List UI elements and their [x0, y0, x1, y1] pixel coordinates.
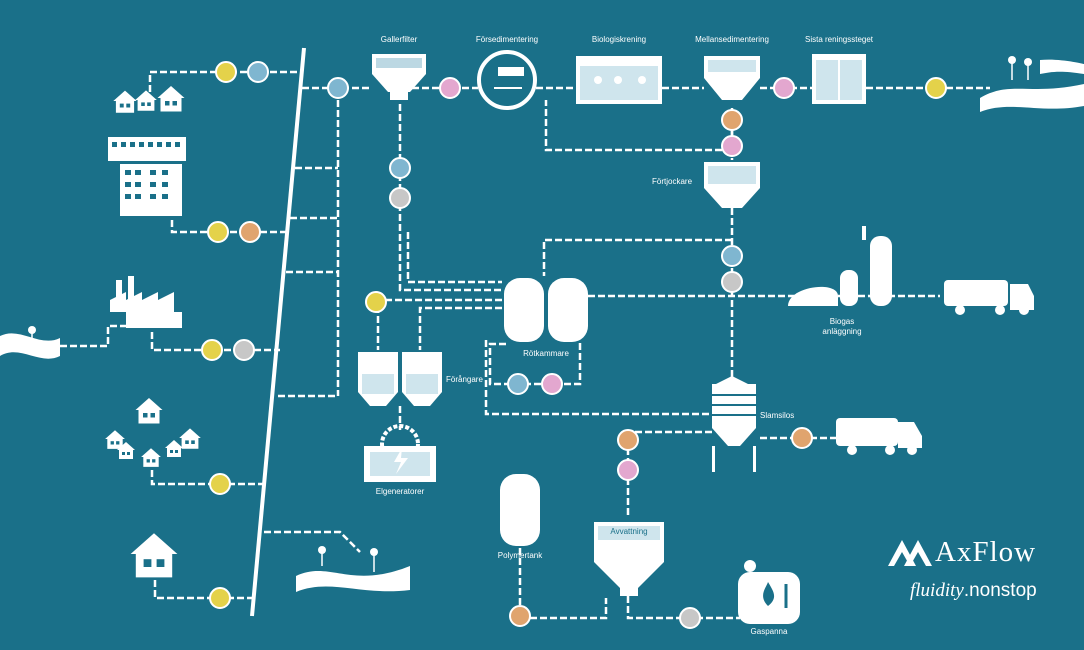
brand-tagline-italic: fluidity [910, 580, 964, 601]
elgenerator-unit [364, 424, 436, 482]
biologiskrening-unit [576, 56, 662, 104]
sista-reningssteget-unit [812, 54, 866, 104]
pump-yellow-icon[interactable] [925, 77, 947, 99]
pump-gray-icon[interactable] [233, 339, 255, 361]
label-biogas-line2: anläggning [822, 327, 862, 336]
pump-orange-icon[interactable] [509, 605, 531, 627]
label-avvattning: Avvattning [610, 527, 648, 536]
pump-blue-icon[interactable] [507, 373, 529, 395]
brand-tagline: fluidity.nonstop [910, 580, 1037, 602]
label-mellansedimentering: Mellansedimentering [695, 35, 769, 44]
river-source-icon [0, 326, 60, 359]
pump-gray-icon[interactable] [679, 607, 701, 629]
pipe-digester-pump-loop [488, 342, 582, 386]
label-forangare: Förångare [446, 375, 483, 384]
river-outlet-top-icon [980, 56, 1084, 112]
apartment-icon [108, 137, 186, 216]
pump-pink-icon[interactable] [617, 459, 639, 481]
main-collector [250, 47, 306, 617]
axflow-logo-icon [888, 540, 932, 566]
pump-blue-icon[interactable] [327, 77, 349, 99]
label-sista-reningssteget: Sista reningssteget [804, 35, 874, 44]
brand-tagline-rest: .nonstop [963, 580, 1037, 601]
pipe-house-inflow [153, 580, 255, 600]
pump-yellow-icon[interactable] [207, 221, 229, 243]
factory-icon [110, 276, 182, 328]
brand-name: AxFlow [935, 536, 1037, 568]
pipe-screen-down-2 [406, 232, 502, 284]
pumps [201, 61, 947, 629]
pipe-thickener-return [542, 238, 732, 276]
pump-blue-icon[interactable] [721, 245, 743, 267]
pipe-return-loop [544, 100, 734, 152]
label-biogas-line1: Biogas [829, 317, 855, 326]
pump-orange-icon[interactable] [239, 221, 261, 243]
pipe-apartment-inflow [170, 220, 290, 234]
biogas-plant [788, 226, 892, 306]
pump-blue-icon[interactable] [389, 157, 411, 179]
pipe-silo-dewatering [626, 430, 712, 518]
pump-yellow-icon[interactable] [209, 587, 231, 609]
pipe-polymer-feed [518, 548, 608, 620]
pump-pink-icon[interactable] [439, 77, 461, 99]
forsedimentering-unit [477, 50, 537, 110]
village-icon [105, 398, 201, 467]
label-gallerfilter: Gallerfilter [380, 35, 418, 44]
pump-pink-icon[interactable] [721, 135, 743, 157]
label-polymertank: Polymertank [497, 551, 543, 560]
pipe-branch-5 [264, 530, 361, 553]
pump-pink-icon[interactable] [541, 373, 563, 395]
mellansedimentering-unit [704, 56, 760, 100]
pipe-dewatering-boiler [626, 596, 740, 620]
pump-yellow-icon[interactable] [215, 61, 237, 83]
pump-orange-icon[interactable] [791, 427, 813, 449]
pump-yellow-icon[interactable] [365, 291, 387, 313]
pipe-river-inflow [60, 324, 128, 348]
slamsilos-unit [712, 376, 756, 472]
truck-sludge-icon [836, 418, 922, 455]
pipe-digester-forangare-2 [418, 306, 502, 350]
gallerfilter-unit [372, 54, 426, 100]
pump-pink-icon[interactable] [773, 77, 795, 99]
label-gaspanna: Gaspanna [750, 627, 788, 636]
pump-gray-icon[interactable] [389, 187, 411, 209]
truck-biogas-icon [944, 280, 1034, 315]
label-slamsilos: Slamsilos [760, 411, 795, 420]
forangare-unit [358, 352, 442, 406]
avvattning-unit [594, 522, 664, 596]
pump-orange-icon[interactable] [617, 429, 639, 451]
gaspanna-unit [738, 560, 800, 624]
pump-yellow-icon[interactable] [201, 339, 223, 361]
label-fortjockare: Förtjockare [652, 177, 693, 186]
pump-gray-icon[interactable] [721, 271, 743, 293]
label-forsedimentering: Försedimentering [475, 35, 539, 44]
fortjockare-unit [704, 162, 760, 208]
label-rotkammare: Rötkammare [523, 349, 569, 358]
pump-yellow-icon[interactable] [209, 473, 231, 495]
river-outlet-bottom-icon [296, 546, 410, 592]
label-elgeneratorer: Elgeneratorer [375, 487, 425, 496]
label-biologiskrening: Biologiskrening [591, 35, 647, 44]
pump-blue-icon[interactable] [247, 61, 269, 83]
pump-orange-icon[interactable] [721, 109, 743, 131]
pipe-screen-down [398, 104, 502, 292]
pipe-digester-slamsilos [484, 340, 712, 416]
polymertank-unit [500, 474, 540, 546]
villa-icon [130, 533, 178, 578]
rotkammare-unit [504, 278, 588, 342]
